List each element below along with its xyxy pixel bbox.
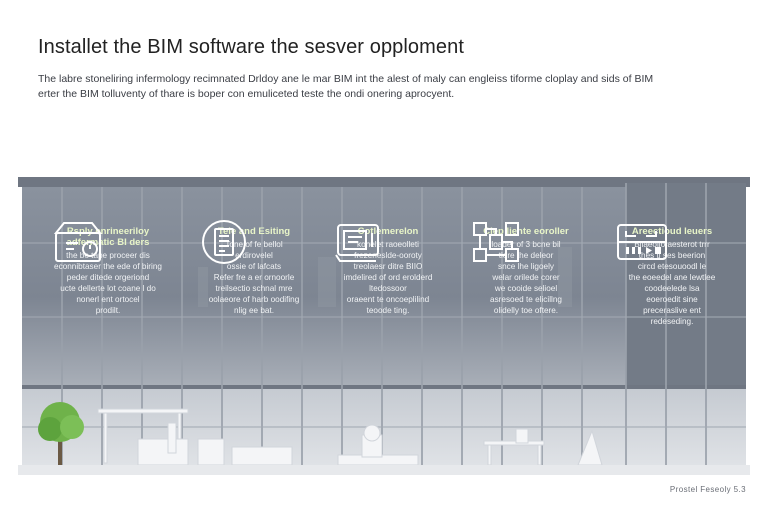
feature-description: konelet raoeolleti frezeneslde-ooroty tr… [343, 240, 433, 315]
archive-box-icon [53, 222, 103, 262]
feature-title: Rsply enrineeriloy adfermatic BI ders [66, 226, 150, 248]
feature-description: Bliaeolio aesterot trrr thes ti ses beer… [628, 240, 716, 326]
feature-card: Areectioud leuers Bliaeolio aesterot trr… [612, 217, 732, 327]
feature-card: Tele and Esiting Tone of fe bellol erdir… [194, 217, 314, 316]
feature-card: Cotlemerelon konelet raoeolleti frezenes… [328, 217, 448, 316]
intro-line: erter the BIM tolluventy of thare is bop… [38, 88, 455, 100]
feature-card: Clep liente eoroller loader of 3 bcne bi… [466, 217, 586, 316]
page-title: Installet the BIM software the sesver op… [38, 36, 465, 58]
feature-title: Tele and Esiting [217, 226, 291, 237]
footer-caption: Prostel Feseoly 5.3 [669, 485, 746, 494]
intro-line: The labre stoneliring infermology recimn… [38, 73, 654, 85]
building-facade [18, 177, 750, 475]
document-icon [202, 220, 246, 264]
control-panel-icon [617, 224, 667, 260]
office-building-illustration: Rsply enrineeriloy adfermatic BI ders th… [18, 177, 750, 475]
intro-paragraph: The labre stoneliring infermology recimn… [38, 72, 738, 102]
network-diagram-icon [473, 222, 519, 262]
feature-title: Areectioud leuers [631, 226, 713, 237]
feature-title: Clep liente eoroller [483, 226, 569, 237]
feature-card: Rsply enrineeriloy adfermatic BI ders th… [48, 217, 168, 316]
feature-description: Tone of fe bellol erdirovelel ossie of l… [208, 240, 300, 315]
feature-description: loader of 3 bcne bil tlore the deleor sn… [490, 240, 562, 315]
tablet-icon [335, 224, 379, 262]
feature-description: the be tape proceer dis econnibtaser the… [54, 251, 162, 315]
feature-title: Cotlemerelon [357, 226, 419, 237]
